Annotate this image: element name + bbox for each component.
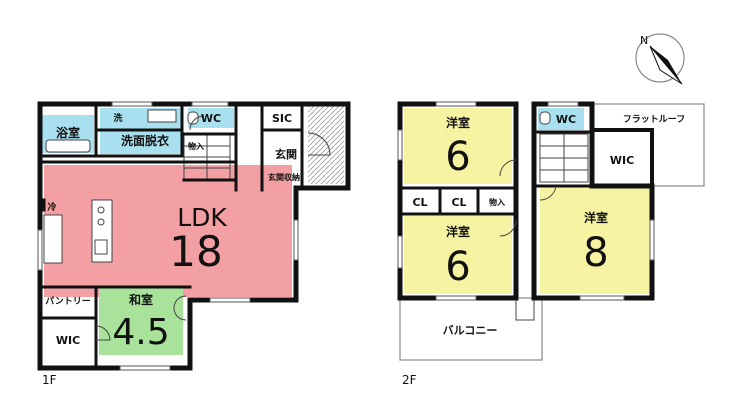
washitsu-size: 4.5 [112,312,169,353]
toilet-2f [539,111,551,125]
closet-2-label: CL [451,196,466,209]
compass-ring [635,33,685,83]
bath-label: 浴室 [56,125,80,140]
doors-2f [499,159,557,321]
washroom-label: 洗面脱衣 [121,133,169,148]
kitchen-side [43,214,63,264]
western-room-2-name: 洋室 [446,224,470,239]
wc-2f-label: WC [556,113,576,126]
floor-2-label: 2F [402,373,417,387]
wic-1f-label: WIC [56,334,80,347]
flat-roof-label: フラットルーフ [623,114,685,125]
storage-1f-label: 物入 [188,141,204,151]
stairs-2f [539,133,589,183]
walls-2f [397,101,655,301]
washitsu-name: 和室 [128,292,153,307]
ldk-size: 18 [169,227,222,276]
wic-2f-label: WIC [610,154,634,167]
entrance-storage-label: 玄関収納 [268,172,300,182]
doors-1f [95,115,331,341]
entrance-hatch [308,104,344,184]
western-room-1-size: 6 [445,134,470,180]
western-room-3-size: 8 [583,230,608,276]
bathtub [45,139,91,153]
western-room-3-name: 洋室 [584,210,608,225]
ldk-area [44,165,292,297]
wc-1f-area [188,108,234,128]
western-room-3-area [540,186,650,294]
washroom-mark-label: 洗 [113,112,122,124]
windows-2f [397,101,655,301]
sic-label: SIC [272,112,292,125]
balcony-label: バルコニー [443,324,498,337]
western-room-1-name: 洋室 [446,115,470,130]
floor-1-label: 1F [42,373,57,387]
western-room-2-area [404,216,512,294]
entrance-label: 玄関 [275,147,297,161]
closet-1-label: CL [412,196,427,209]
floor-2: 洋室 6 CL CL 物入 洋室 6 WC WIC フラットルーフ 洋室 8 バ… [397,101,705,387]
walls-1f [37,101,351,371]
floor-1: 浴室 洗 洗面脱衣 WC 物入 SIC 玄関 玄関収納 冷 LDK 18 和室 … [37,101,351,387]
toilet [187,111,199,125]
washitsu-area [99,287,183,355]
ldk-name: LDK [177,203,227,232]
compass: N [635,33,685,85]
wash-basin [147,109,177,123]
western-room-2-size: 6 [445,244,470,290]
wc-1f-label: WC [201,112,221,125]
fridge-label: 冷 [47,201,56,213]
compass-north-label: N [640,34,648,47]
pantry-label: パントリー [45,295,90,307]
windows-1f [37,101,299,371]
storage-2f-label: 物入 [489,197,505,207]
western-room-1-area [404,108,512,184]
